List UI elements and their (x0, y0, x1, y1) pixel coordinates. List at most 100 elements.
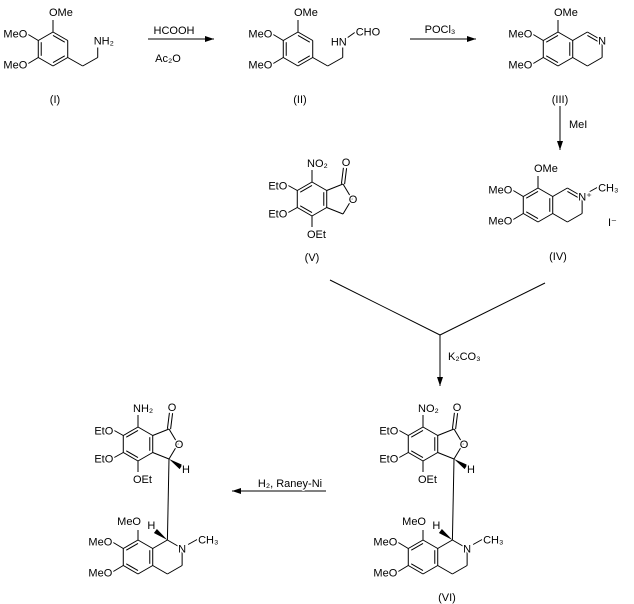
bond (326, 207, 344, 215)
double-bond-inner (410, 429, 424, 438)
compound-label: (I) (50, 94, 60, 106)
bond (123, 539, 139, 549)
bond (152, 539, 168, 549)
bond (137, 452, 153, 462)
methoxy-label: MeO (248, 60, 272, 72)
reagent-label: POCl₃ (425, 24, 456, 36)
double-bond-inner (587, 34, 600, 43)
bond (38, 57, 54, 67)
compound-label: (V) (305, 252, 320, 264)
compound-label: (VI) (438, 592, 456, 604)
bond (288, 207, 298, 213)
nitrogen-label: N (178, 544, 186, 556)
bond (408, 426, 424, 436)
methoxy-label: MeO (508, 29, 532, 41)
bond (137, 539, 153, 549)
double-bond-inner (297, 34, 311, 43)
stereo-wedge (454, 459, 468, 470)
bond (513, 213, 524, 220)
bond (472, 539, 483, 545)
ring-oxygen-label: O (460, 439, 469, 451)
nitrogen-label: N (463, 544, 471, 556)
reagent-label: H₂, Raney-Ni (258, 478, 322, 490)
bond (437, 428, 455, 436)
bond (67, 57, 83, 67)
bond (273, 57, 284, 64)
bond (567, 213, 583, 223)
reagent-label: MeI (569, 119, 587, 131)
labels-layer: OMeMeOMeONH₂(I)OMeMeOMeOHNCHO(II)OMeMeOM… (2, 6, 620, 604)
bond (113, 542, 124, 549)
bond (399, 430, 409, 436)
double-bond-inner (125, 563, 139, 572)
methoxy-label: MeO (88, 568, 112, 580)
double-bond (455, 413, 459, 430)
carbonyl-oxygen-label: O (453, 402, 462, 414)
double-bond-inner (410, 563, 424, 572)
double-bond-inner (299, 184, 313, 193)
double-bond-inner (545, 55, 559, 64)
double-bond-inner (525, 190, 539, 199)
linking-bond (451, 458, 455, 541)
bond (452, 565, 468, 575)
bond (28, 57, 39, 64)
converging-line (329, 279, 441, 336)
ethoxy-label: EtO (379, 426, 398, 438)
bond (113, 565, 124, 572)
double-bond-inner (125, 429, 139, 438)
bond (408, 452, 424, 462)
nitro-label: NO₂ (307, 158, 328, 170)
bond (347, 32, 356, 38)
methoxy-label: MeO (3, 60, 27, 72)
reagent-label: HCOOH (154, 25, 195, 37)
methoxy-label: MeO (508, 60, 532, 72)
hydrogen-label: H (432, 520, 440, 532)
bond (587, 187, 598, 193)
methoxy-label: MeO (117, 516, 141, 528)
bond (557, 57, 573, 67)
bond (311, 207, 327, 217)
arrow-step4-head (437, 377, 443, 386)
methoxy-label: MeO (373, 568, 397, 580)
methoxy-label: MeO (402, 516, 426, 528)
bond (523, 187, 539, 197)
bond (82, 57, 98, 67)
double-bond-inner (567, 190, 580, 199)
double-bond-inner (52, 55, 66, 64)
arrow-step5-head (232, 488, 241, 494)
bond (283, 31, 299, 41)
double-bond-inner (299, 205, 313, 214)
bond (422, 565, 438, 575)
carbonyl-oxygen-label: O (342, 157, 351, 169)
methoxy-label: OMe (294, 7, 318, 19)
hydrogen-label: H (467, 464, 475, 476)
arrow-step1-head (205, 36, 214, 42)
double-bond-inner (410, 450, 424, 459)
bond (114, 452, 124, 458)
double-bond (451, 412, 455, 429)
bond (437, 565, 453, 575)
hydrogen-label: H (147, 520, 155, 532)
bond (552, 187, 568, 197)
bond (543, 57, 559, 67)
bond (283, 57, 299, 67)
bond (168, 428, 179, 445)
carbonyl-oxygen-label: O (168, 402, 177, 414)
bond (312, 57, 328, 67)
linking-bond (166, 458, 170, 541)
bond (453, 443, 464, 460)
bond (398, 542, 409, 549)
arrow-step2-head (467, 36, 476, 42)
double-bond-inner (545, 34, 559, 43)
bond (326, 183, 344, 191)
double-bond (170, 413, 174, 430)
nitrogen-label: N⁺ (578, 192, 592, 204)
formyl-label: CHO (356, 27, 381, 39)
nitrogen-label: N (598, 36, 606, 48)
hydrogen-label: H (182, 464, 190, 476)
bond (114, 430, 124, 436)
ethoxy-label: EtO (379, 454, 398, 466)
stereo-wedge (153, 529, 168, 540)
bond (297, 57, 313, 67)
bond (408, 565, 424, 575)
